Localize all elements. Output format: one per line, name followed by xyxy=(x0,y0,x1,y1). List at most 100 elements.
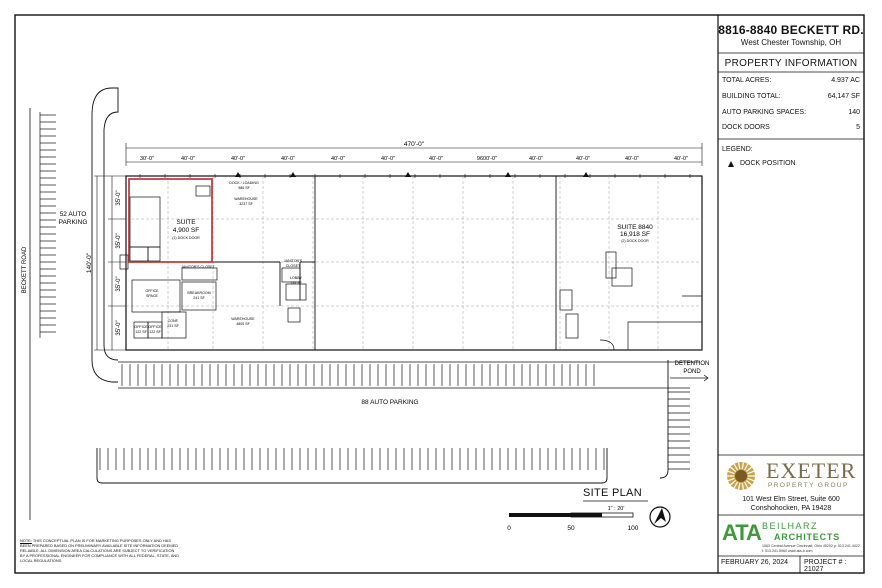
parking-south-label: 88 AUTO PARKING xyxy=(361,399,418,406)
project-number: PROJECT # : 21027 xyxy=(804,559,847,573)
south-parking-row xyxy=(121,364,595,386)
legend-dock-position: DOCK POSITION xyxy=(728,160,796,167)
dock-positions xyxy=(235,172,589,177)
room-label-office-2: OFFICE xyxy=(148,325,162,329)
room-label-warehouse-2: WAREHOUSE xyxy=(231,317,255,321)
svg-text:4,900 SF: 4,900 SF xyxy=(173,227,199,234)
parking-west-label-2: PARKING xyxy=(59,219,88,226)
title-block-rules xyxy=(718,52,864,573)
developer-address-1: 101 West Elm Street, Suite 600 xyxy=(742,496,840,503)
dock-position-icon xyxy=(728,160,734,167)
stat-label: BUILDING TOTAL: xyxy=(722,93,781,100)
bay-dimension-label: 40'-0" xyxy=(281,156,295,162)
overall-dimension-label: 470'-0" xyxy=(404,141,425,148)
stat-dock-doors: DOCK DOORS 5 xyxy=(722,124,860,131)
room-label-warehouse-1: WAREHOUSE xyxy=(234,197,258,201)
room-area-lobby: 135 SF xyxy=(290,281,302,285)
room-area-office-2: 122 SF xyxy=(149,330,161,334)
drawing-date: FEBRUARY 26, 2024 xyxy=(721,559,789,566)
svg-text:(2) DOCK DOOR: (2) DOCK DOOR xyxy=(621,239,649,243)
north-arrow-icon xyxy=(649,506,671,528)
svg-text:100: 100 xyxy=(628,525,639,532)
stat-value: 4.937 AC xyxy=(831,77,860,84)
developer-group: PROPERTY GROUP xyxy=(768,482,849,489)
legend-title: LEGEND: xyxy=(722,146,753,153)
detention-label-1: DETENTION xyxy=(675,361,710,367)
bay-dimension-label: 40'-0" xyxy=(381,156,395,162)
bay-dimension-label: 40'-0" xyxy=(231,156,245,162)
property-address: 8816-8840 BECKETT RD. xyxy=(718,23,864,37)
svg-text:SUITE: SUITE xyxy=(176,219,196,226)
legend-dock-label: DOCK POSITION xyxy=(740,160,796,167)
stat-value: 140 xyxy=(848,109,860,116)
depth-dim-3: 35'-0" xyxy=(116,276,122,291)
room-area-office-space: SPACE xyxy=(146,294,159,298)
depth-dim-1: 35'-0" xyxy=(116,190,122,205)
stat-building-total: BUILDING TOTAL: 64,147 SF xyxy=(722,93,860,100)
bay-dimension-label: 40'-0" xyxy=(181,156,195,162)
suite-4900-highlight xyxy=(128,178,213,263)
bottom-parking-island xyxy=(96,448,608,484)
room-label-janitor-closet-2: JANITOR'S xyxy=(284,259,303,263)
detention-label-2: POND xyxy=(683,369,701,375)
svg-text:SUITE 8840: SUITE 8840 xyxy=(617,224,653,231)
stat-value: 5 xyxy=(856,124,860,131)
sheet-border xyxy=(14,14,865,574)
architect-logo: ATA BEILHARZ ARCHITECTS 1063 Central Ave… xyxy=(722,520,862,560)
dock-door-marks xyxy=(139,174,691,178)
bay-dimension-label: 40'-0" xyxy=(529,156,543,162)
disclaimer-note: NOTE: THIS CONCEPTUAL PLAN IS FOR MARKET… xyxy=(20,538,180,563)
suite-8840-label: SUITE 8840 16,918 SF (2) DOCK DOOR xyxy=(617,224,653,243)
room-area-warehouse-2: 4805 SF xyxy=(236,322,250,326)
bay-dimension-label: 40'-0" xyxy=(576,156,590,162)
room-label-janitor-closet-1: JANITOR'S CLOSET xyxy=(181,265,216,269)
parking-west-label-1: 52 AUTO xyxy=(60,211,87,218)
west-parking-stalls xyxy=(39,112,56,338)
west-offices xyxy=(119,185,307,339)
svg-text:16,918 SF: 16,918 SF xyxy=(620,231,650,238)
exeter-logo-icon xyxy=(727,462,755,490)
depth-total-label: 140'-0" xyxy=(86,252,93,273)
building-outline xyxy=(125,175,703,351)
svg-text:1" : 20': 1" : 20' xyxy=(608,506,625,512)
room-area-conf: 231 SF xyxy=(167,324,179,328)
bay-dimension-label: 40'-0" xyxy=(331,156,345,162)
suite-4900-label: SUITE 4,900 SF (1) DOCK DOOR xyxy=(172,219,200,240)
note-label: NOTE: xyxy=(20,538,32,543)
note-text: THIS CONCEPTUAL PLAN IS FOR MARKETING PU… xyxy=(20,538,180,563)
room-label-dock-loading: DOCK / LOADING xyxy=(229,181,259,185)
svg-text:(1) DOCK DOOR: (1) DOCK DOOR xyxy=(172,236,200,240)
stat-label: AUTO PARKING SPACES: xyxy=(722,109,807,116)
graphic-scale: 0 50 100 1" : 20' xyxy=(507,506,639,532)
bay-dimension-label: 40'-0" xyxy=(674,156,688,162)
east-drive-curb xyxy=(659,360,669,479)
room-label-lobby: LOBBY xyxy=(290,276,303,280)
depth-dim-4: 35'-0" xyxy=(116,320,122,335)
room-label-office-1: OFFICE xyxy=(134,325,148,329)
bay-dimension-label: 9600'-0" xyxy=(477,156,497,162)
stat-label: TOTAL ACRES: xyxy=(722,77,772,84)
bay-dimension-label: 40'-0" xyxy=(625,156,639,162)
detention-arrow xyxy=(670,374,709,382)
stat-label: DOCK DOORS xyxy=(722,124,770,131)
stat-total-acres: TOTAL ACRES: 4.937 AC xyxy=(722,77,860,84)
room-area-breakroom: 241 SF xyxy=(193,296,205,300)
overall-dimension xyxy=(125,143,703,166)
west-drive-curb xyxy=(91,87,119,361)
room-label-breakroom: BREAKROOM xyxy=(187,291,210,295)
svg-text:0: 0 xyxy=(507,525,511,532)
architect-contact: 1063 Central Avenue Cincinnati, Ohio 452… xyxy=(762,544,860,553)
room-label-office-space: OFFICE xyxy=(145,289,159,293)
stat-value: 64,147 SF xyxy=(827,93,860,100)
road-label: BECKETT ROAD xyxy=(22,246,28,293)
sheet-title: SITE PLAN xyxy=(583,487,642,499)
east-suite-details xyxy=(559,251,703,351)
property-info-heading: PROPERTY INFORMATION xyxy=(724,58,858,69)
bottom-parking-stalls xyxy=(99,448,605,470)
room-area-janitor-closet-2: CLOSET xyxy=(286,264,301,268)
title-block: 8816-8840 BECKETT RD. West Chester Towns… xyxy=(718,15,864,573)
bay-dimension-label: 40'-0" xyxy=(429,156,443,162)
svg-text:50: 50 xyxy=(567,525,575,532)
